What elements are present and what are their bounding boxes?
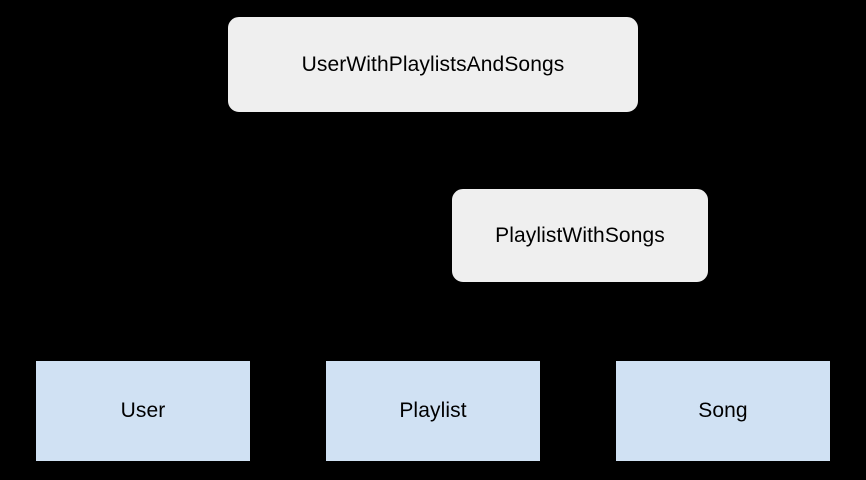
node-userwithplaylistsandsongs[interactable]: UserWithPlaylistsAndSongs [228,17,638,112]
edge-userwithplaylistsandsongs-to-user [142,112,434,361]
node-song[interactable]: Song [616,361,830,461]
node-label: UserWithPlaylistsAndSongs [301,52,565,76]
node-label: PlaylistWithSongs [495,223,665,247]
node-label: User [120,399,166,423]
node-user[interactable]: User [36,361,250,461]
node-playlist[interactable]: Playlist [326,361,540,461]
edge-playlistwithsongs-to-song [579,282,724,361]
edge-userwithplaylistsandsongs-to-playlistwithsongs [432,112,581,189]
edge-playlistwithsongs-to-playlist [432,282,581,361]
node-label: Playlist [399,399,467,423]
node-playlistwithsongs[interactable]: PlaylistWithSongs [452,189,708,282]
node-label: Song [698,399,748,423]
